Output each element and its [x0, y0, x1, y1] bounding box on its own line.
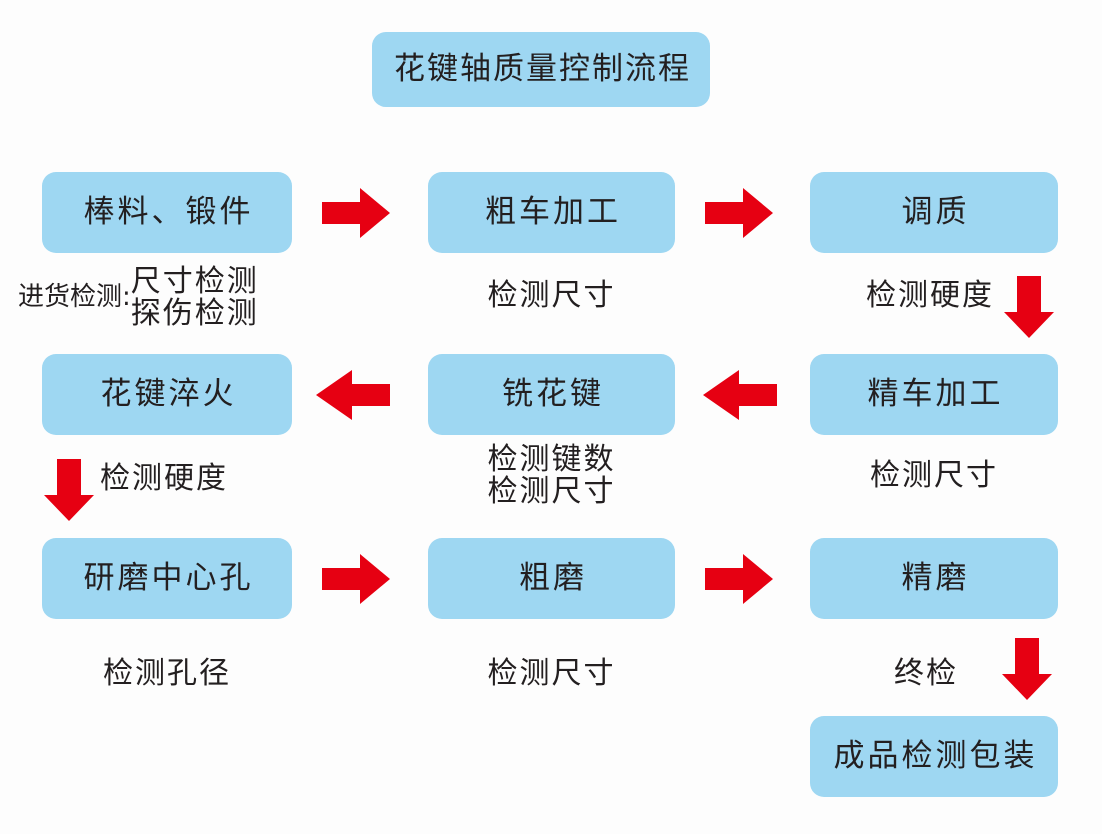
node-raw-material[interactable]: 棒料、锻件: [42, 172, 292, 253]
arrow-right-n2-n3: [705, 188, 773, 238]
caption-check-hardness-2: 检测硬度: [100, 461, 228, 496]
node-rough-turning[interactable]: 粗车加工: [428, 172, 675, 253]
caption-line2: 检测尺寸: [487, 473, 616, 509]
caption-line1: 检测键数: [487, 442, 616, 477]
caption-incoming-label: 进货检测:: [18, 282, 131, 313]
node-label: 花键淬火: [100, 376, 237, 412]
caption-final-inspection: 终检: [894, 656, 958, 691]
caption-check-spline-count: 检测键数 检测尺寸: [428, 444, 675, 508]
node-label: 研磨中心孔: [83, 560, 254, 596]
node-spline-quenching[interactable]: 花键淬火: [42, 354, 292, 435]
arrow-left-n5-n4: [316, 370, 390, 420]
node-label: 铣花键: [502, 376, 604, 412]
flowchart-title-box: 花键轴质量控制流程: [372, 32, 710, 107]
node-fine-grinding[interactable]: 精磨: [810, 538, 1058, 619]
arrow-down-n4-n7: [44, 459, 94, 521]
caption-check-dimension-1: 检测尺寸: [487, 278, 616, 313]
caption-check-dimension-2: 检测尺寸: [870, 458, 998, 493]
node-label: 精车加工: [867, 376, 1004, 412]
node-rough-grinding[interactable]: 粗磨: [428, 538, 675, 619]
arrow-left-n6-n5: [703, 370, 777, 420]
node-label: 粗磨: [519, 560, 587, 596]
flowchart-title-text: 花键轴质量控制流程: [394, 51, 691, 87]
caption-incoming-line2: 探伤检测: [130, 295, 259, 331]
node-final-inspection-packaging[interactable]: 成品检测包装: [810, 716, 1058, 797]
caption-incoming-inspection: 进货检测:尺寸检测探伤检测: [18, 266, 259, 330]
node-label: 成品检测包装: [833, 738, 1038, 774]
node-label: 棒料、锻件: [83, 194, 254, 230]
node-spline-milling[interactable]: 铣花键: [428, 354, 675, 435]
node-label: 粗车加工: [485, 194, 621, 230]
arrow-down-n9-n10: [1002, 638, 1052, 700]
node-label: 精磨: [901, 560, 970, 596]
arrow-right-n7-n8: [322, 554, 390, 604]
arrow-right-n8-n9: [705, 554, 773, 604]
caption-check-hole-diameter: 检测孔径: [103, 656, 231, 691]
caption-check-hardness-1: 检测硬度: [866, 278, 994, 313]
node-center-hole-grinding[interactable]: 研磨中心孔: [42, 538, 292, 619]
node-quenching-tempering[interactable]: 调质: [810, 172, 1058, 253]
node-label: 调质: [901, 194, 970, 230]
arrow-down-n3-n6: [1004, 276, 1054, 338]
arrow-right-n1-n2: [322, 188, 390, 238]
caption-check-dimension-3: 检测尺寸: [487, 656, 616, 691]
caption-incoming-line1: 尺寸检测: [130, 264, 259, 299]
node-fine-turning[interactable]: 精车加工: [810, 354, 1058, 435]
